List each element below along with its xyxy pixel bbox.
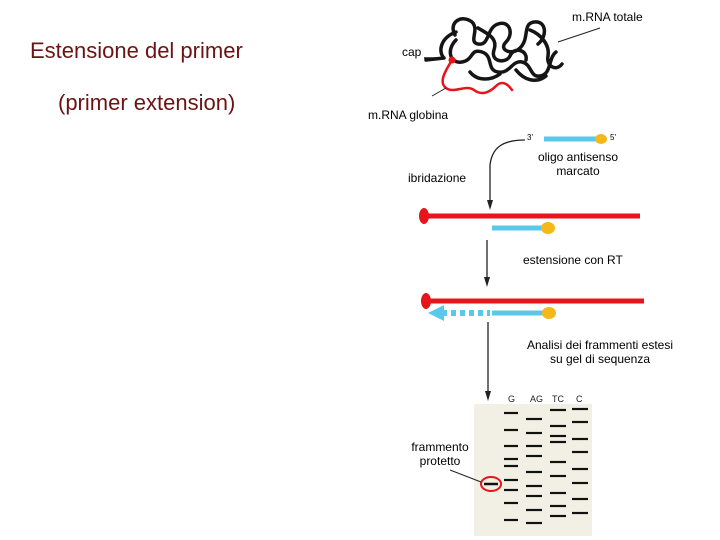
gel-bands <box>504 407 588 525</box>
globin-mrna-label: m.RNA globina <box>368 108 449 122</box>
globin-cap-dot <box>448 56 456 64</box>
gel-lane-c: C <box>576 394 583 404</box>
five-prime-label: 5' <box>610 133 616 142</box>
total-mrna-pointer <box>557 27 601 43</box>
three-prime-label: 3' <box>527 133 533 142</box>
mrna-cap-1 <box>419 208 429 224</box>
title-line-1: Estensione del primer <box>30 38 243 63</box>
oligo-probe-label <box>595 134 607 144</box>
mrna-cap-2 <box>421 293 431 309</box>
gel-analysis-label: Analisi dei frammenti estesi su gel di s… <box>526 338 674 366</box>
hybridization-arrow <box>487 139 526 210</box>
oligo-label-2 <box>542 307 556 319</box>
protected-fragment-pointer <box>449 469 482 483</box>
oligo-label: oligo antisenso marcato <box>537 150 619 178</box>
rt-extension-label: estensione con RT <box>523 253 623 267</box>
title-line-2: (primer extension) <box>58 90 236 115</box>
gel-lane-labels: G AG TC C <box>508 394 583 404</box>
total-mrna-tangle <box>424 17 564 82</box>
protected-fragment-label: frammento protetto <box>411 440 469 468</box>
gel-lane-ag: AG <box>530 394 543 404</box>
total-mrna-label: m.RNA totale <box>572 10 643 24</box>
gel-lane-g: G <box>508 394 515 404</box>
globin-pointer <box>431 87 447 97</box>
gel-lane-tc: TC <box>552 394 564 404</box>
protected-fragment-circle <box>480 476 502 492</box>
oligo-label-1 <box>541 222 555 234</box>
hybridization-label: ibridazione <box>408 171 467 185</box>
cap-label: cap <box>402 45 422 59</box>
globin-mrna-strand <box>441 58 514 95</box>
extended-cdna-arrowhead <box>428 305 444 321</box>
